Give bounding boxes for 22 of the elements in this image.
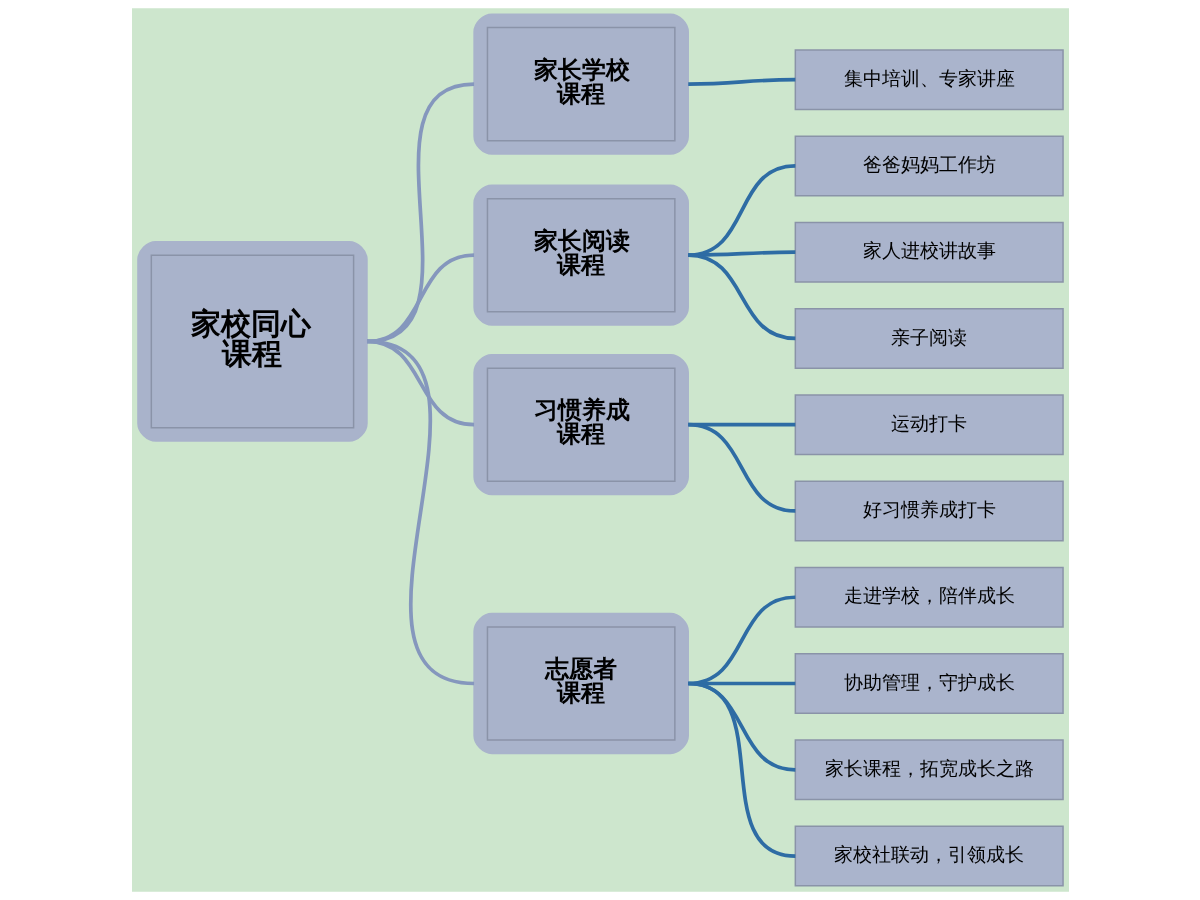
connector <box>687 77 795 86</box>
node-box: 家人进校讲故事 <box>794 221 1064 283</box>
node-box: 家校社联动，引领成长 <box>794 825 1064 887</box>
node-box: 运动打卡 <box>794 394 1064 456</box>
node-box: 家长阅读课程 <box>472 184 689 326</box>
node-box: 走进学校，陪伴成长 <box>794 566 1064 628</box>
connector <box>366 253 474 344</box>
node-box: 协助管理，守护成长 <box>794 653 1064 714</box>
node-box: 亲子阅读 <box>794 307 1064 369</box>
connector <box>687 681 796 858</box>
connector <box>366 339 474 686</box>
node-box: 家长课程，拓宽成长之路 <box>794 739 1064 801</box>
connector <box>687 253 796 341</box>
node-box: 爸爸妈妈工作坊 <box>794 135 1064 197</box>
node-box: 志愿者课程 <box>472 612 689 755</box>
node-box: 好习惯养成打卡 <box>794 480 1064 542</box>
node-box: 家校同心课程 <box>136 241 368 442</box>
connector <box>687 422 796 513</box>
node-box: 习惯养成课程 <box>472 354 689 496</box>
node-box: 家长学校课程 <box>472 13 689 155</box>
connector <box>366 82 474 344</box>
node-box: 集中培训、专家讲座 <box>794 49 1064 111</box>
